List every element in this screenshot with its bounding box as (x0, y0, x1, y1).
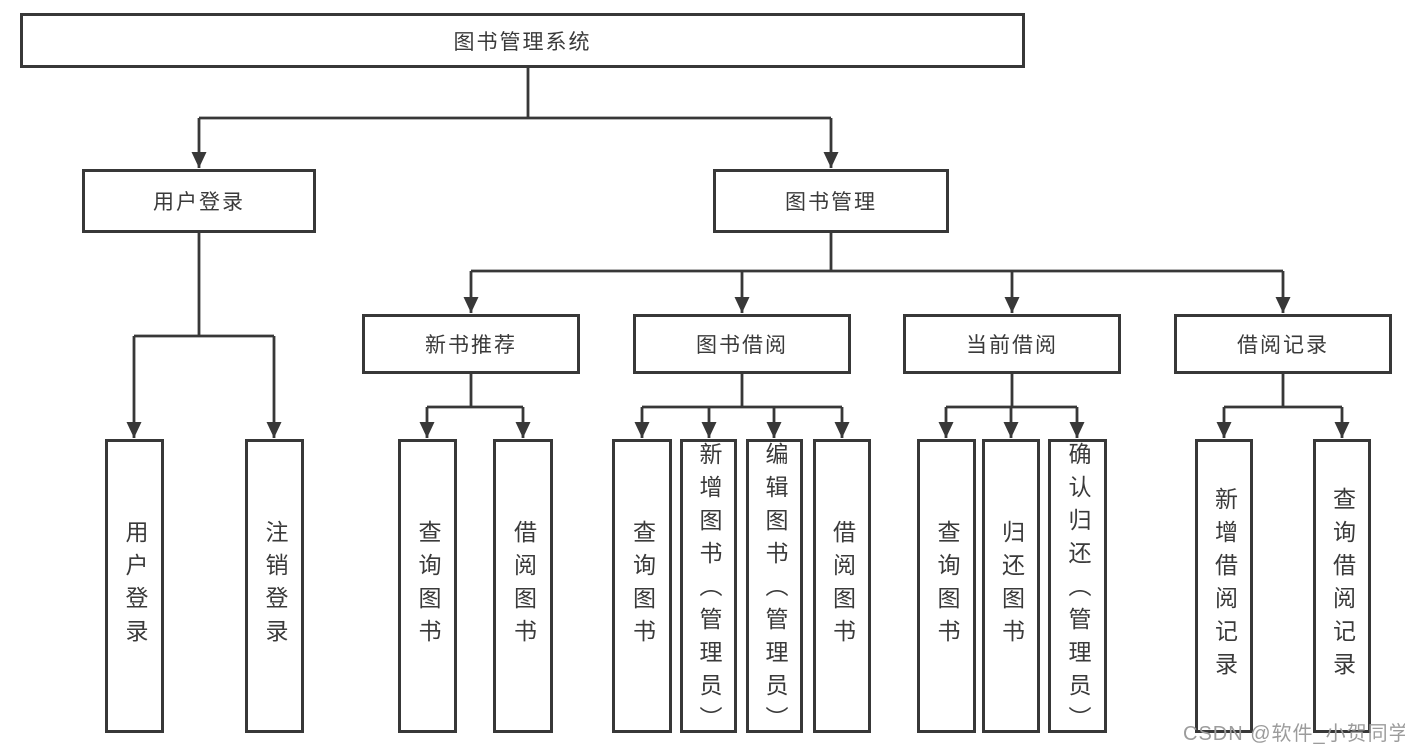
leaf-records-query: 查询借阅记录 (1313, 439, 1371, 733)
node-root-system-label: 图书管理系统 (453, 30, 592, 54)
node-current-borrowing-label: 当前借阅 (966, 334, 1058, 357)
leaf-borrow-edit-admin: 编辑图书（管理员） (746, 439, 803, 739)
leaf-current-confirm-admin-label: 确认归还（管理员） (1065, 442, 1091, 739)
leaf-newbooks-borrow: 借阅图书 (493, 439, 553, 733)
leaf-current-return-label: 归还图书 (998, 520, 1025, 652)
node-book-management: 图书管理 (713, 169, 949, 233)
node-current-borrowing: 当前借阅 (903, 314, 1121, 374)
leaf-records-add: 新增借阅记录 (1195, 439, 1253, 733)
leaf-newbooks-borrow-label: 借阅图书 (510, 520, 537, 652)
node-borrowing-records-label: 借阅记录 (1237, 334, 1329, 357)
leaf-borrow-query-label: 查询图书 (629, 520, 656, 652)
leaf-current-return: 归还图书 (982, 439, 1040, 733)
node-user-login-label: 用户登录 (153, 191, 245, 214)
node-book-borrowing: 图书借阅 (633, 314, 851, 374)
node-book-management-label: 图书管理 (785, 191, 877, 214)
leaf-newbooks-query: 查询图书 (398, 439, 457, 733)
leaf-user-login-label: 用户登录 (122, 520, 148, 652)
node-borrowing-records: 借阅记录 (1174, 314, 1392, 374)
leaf-borrow-edit-admin-label: 编辑图书（管理员） (762, 442, 788, 739)
leaf-logout: 注销登录 (245, 439, 304, 733)
leaf-newbooks-query-label: 查询图书 (415, 520, 441, 652)
leaf-user-login: 用户登录 (105, 439, 164, 733)
node-new-book-recommend: 新书推荐 (362, 314, 580, 374)
leaf-current-query: 查询图书 (917, 439, 976, 733)
leaf-current-confirm-admin: 确认归还（管理员） (1048, 439, 1107, 739)
leaf-borrow-add-admin: 新增图书（管理员） (680, 439, 737, 739)
leaf-records-add-label: 新增借阅记录 (1211, 487, 1238, 685)
leaf-borrow-borrow: 借阅图书 (813, 439, 871, 733)
leaf-borrow-add-admin-label: 新增图书（管理员） (696, 442, 722, 739)
node-new-book-recommend-label: 新书推荐 (425, 334, 517, 357)
leaf-current-query-label: 查询图书 (934, 520, 960, 652)
leaf-logout-label: 注销登录 (262, 520, 288, 652)
leaf-borrow-borrow-label: 借阅图书 (829, 520, 856, 652)
node-user-login: 用户登录 (82, 169, 316, 233)
node-book-borrowing-label: 图书借阅 (696, 334, 788, 357)
leaf-borrow-query: 查询图书 (612, 439, 672, 733)
csdn-watermark: CSDN @软件_小贺同学 (1183, 723, 1405, 745)
leaf-records-query-label: 查询借阅记录 (1329, 487, 1356, 685)
node-root-system: 图书管理系统 (20, 13, 1025, 68)
